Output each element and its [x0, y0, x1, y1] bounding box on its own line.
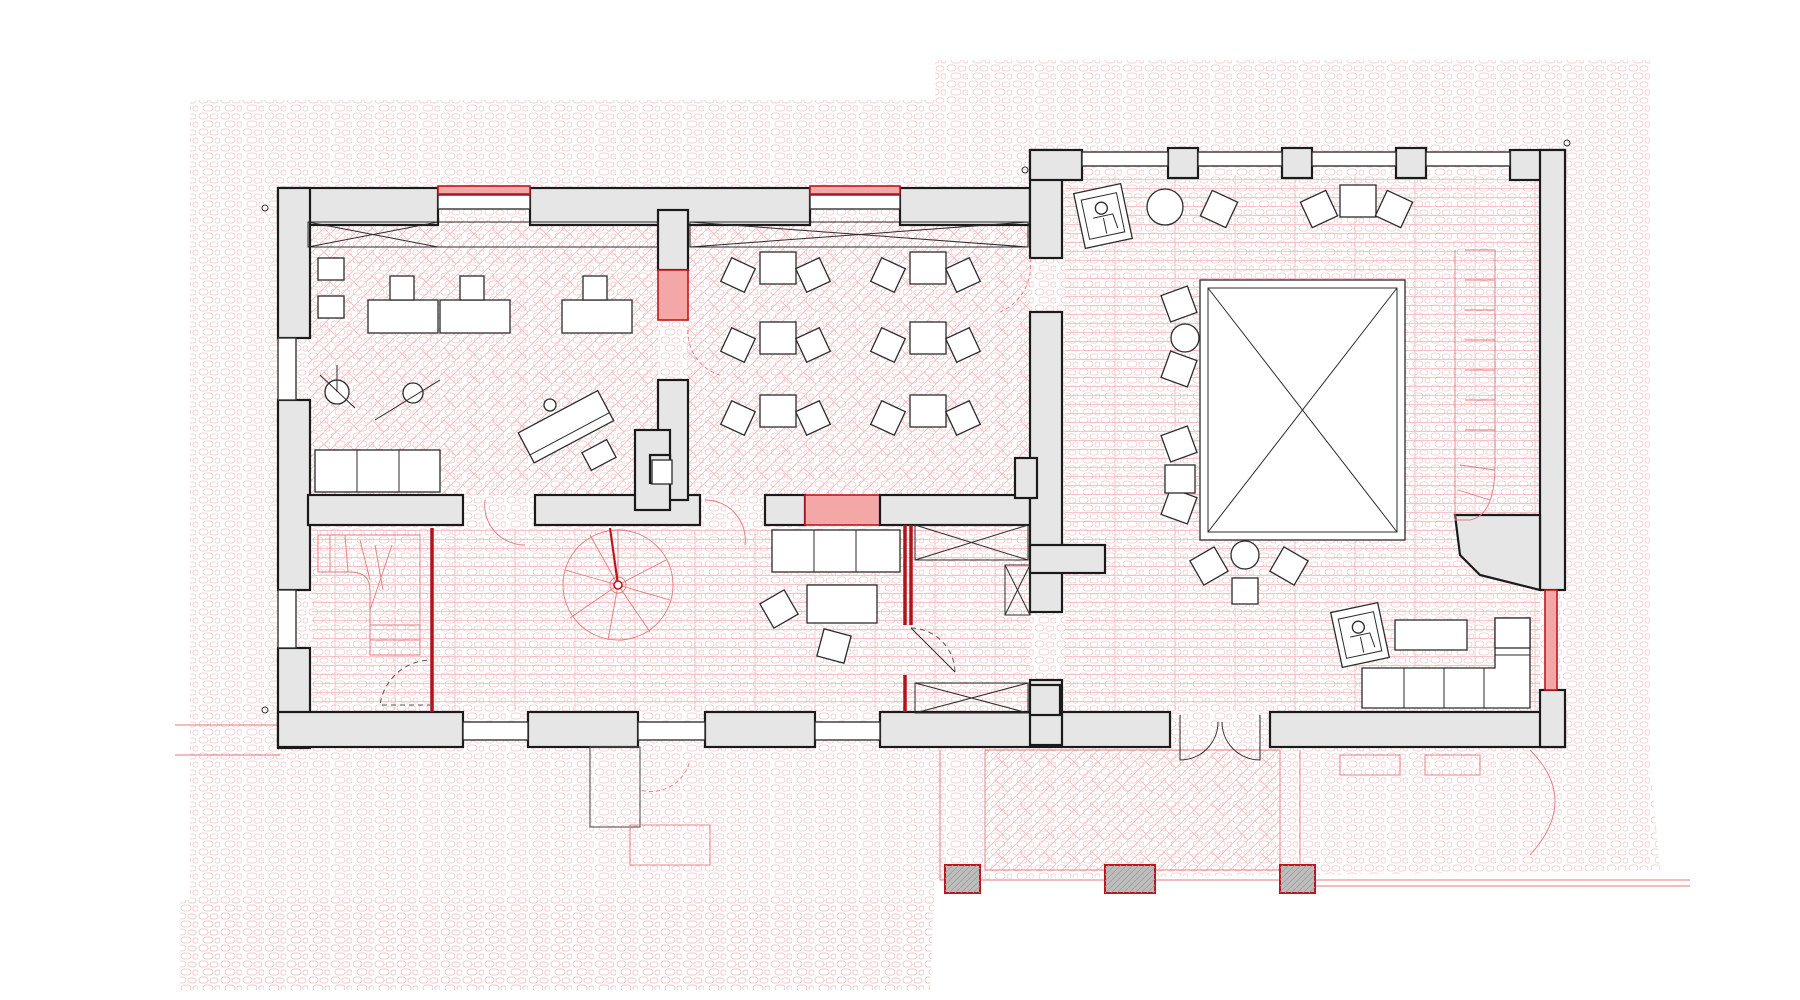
window-south-1	[462, 721, 529, 741]
spiral-staircase	[562, 527, 674, 641]
winder-staircase-west	[317, 534, 421, 656]
door-office	[687, 329, 721, 376]
survey-points	[261, 139, 1571, 714]
exterior-bench	[1339, 754, 1401, 776]
corridor-furniture	[914, 524, 1031, 714]
doors	[379, 257, 1261, 792]
window-west-1	[277, 337, 297, 401]
office-shelf	[307, 221, 659, 248]
desk-1	[367, 299, 439, 334]
coffee-table	[806, 584, 878, 624]
window-east	[1544, 589, 1558, 691]
new-partitions	[430, 525, 913, 712]
party-wall	[1028, 148, 1064, 260]
music-stand-1	[319, 365, 356, 409]
window-hall-3	[1311, 151, 1397, 167]
demolished-opening	[804, 494, 881, 526]
side-table	[1394, 619, 1468, 651]
music-stand-2	[374, 379, 441, 421]
door-meeting	[999, 257, 1032, 313]
meeting-furniture	[651, 221, 1029, 485]
cobblestone-street	[180, 900, 930, 990]
entrance-terrace	[589, 746, 1316, 894]
window-north-1	[437, 194, 531, 210]
great-hall-east-wall	[1538, 148, 1567, 592]
south-wall	[276, 710, 465, 749]
desk-3	[561, 299, 633, 334]
window-west-2	[277, 589, 297, 649]
window-hall-1	[1081, 151, 1169, 167]
armchair-1	[1072, 182, 1134, 250]
window-hall-2	[1197, 151, 1283, 167]
lounge-furniture	[758, 529, 901, 664]
window-south-2	[637, 721, 706, 741]
porch-west	[589, 746, 641, 828]
stairs	[317, 249, 1496, 656]
stair-hall-floor	[312, 530, 432, 710]
floor-finishes	[308, 175, 1540, 710]
door-south-west	[639, 750, 691, 792]
exterior-bench-2	[1424, 754, 1481, 776]
sofa-lounge	[771, 529, 901, 573]
window-north-2	[809, 194, 901, 210]
office-furniture	[307, 221, 659, 493]
armchair-2	[1329, 601, 1391, 669]
desk-2	[439, 299, 511, 334]
table-group	[719, 251, 982, 437]
chimney-wall	[1453, 513, 1542, 592]
window-south-3	[814, 721, 881, 741]
terrace-paving	[984, 749, 1281, 871]
great-hall-north-wall	[1028, 148, 1084, 182]
stair-great-hall	[1454, 249, 1496, 521]
spine-wall	[656, 208, 690, 272]
interior-wall-west	[306, 493, 465, 527]
great-hall-furniture	[1072, 182, 1531, 709]
sofa-office	[314, 449, 441, 493]
piano	[517, 389, 615, 464]
window-hall-4	[1425, 151, 1511, 167]
west-wall	[276, 186, 312, 340]
door-stair-hall	[379, 659, 433, 706]
entrance-double-door	[1179, 715, 1261, 761]
